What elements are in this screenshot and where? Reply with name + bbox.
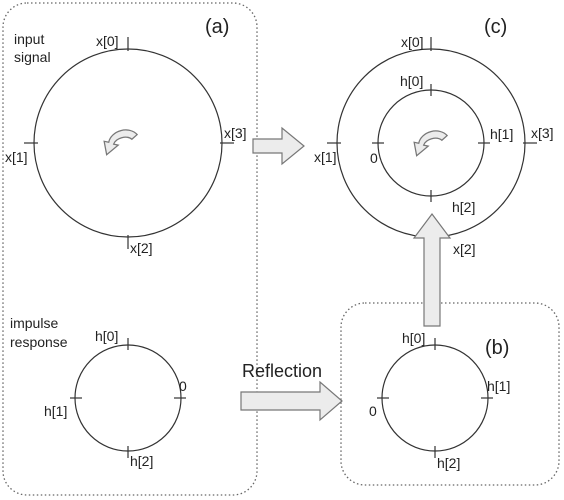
panel-b-label: (b)	[485, 337, 509, 359]
right-arrow-icon	[240, 380, 343, 422]
input-label-x2: x[2]	[130, 240, 153, 256]
input-label-x1: x[1]	[5, 149, 28, 165]
combined-inner-circle	[377, 89, 485, 197]
right-arrow-icon	[252, 126, 305, 166]
combined-label-x3: x[3]	[531, 125, 554, 141]
panel-a-label: (a)	[205, 16, 229, 38]
panel-c-label: (c)	[484, 16, 507, 38]
impulse-response-label-line1: impulse	[10, 315, 58, 331]
combined-label-x2: x[2]	[453, 241, 476, 257]
impulse-label-zero: 0	[179, 378, 187, 394]
input-label-x0: x[0]	[96, 33, 119, 49]
reflection-label: Reflection	[242, 361, 322, 381]
combined-label-zero: 0	[370, 150, 378, 166]
input-label-x3: x[3]	[224, 125, 247, 141]
reflected-impulse-circle	[381, 344, 489, 452]
impulse-label-h1: h[1]	[44, 403, 67, 419]
input-signal-label-line2: signal	[14, 49, 51, 65]
counterclockwise-rotation-arrow-icon	[413, 130, 449, 157]
combined-label-x0: x[0]	[401, 34, 424, 50]
reflected-label-h0: h[0]	[402, 330, 425, 346]
reflected-label-h2: h[2]	[437, 455, 460, 471]
impulse-response-circle	[74, 344, 182, 452]
panel-b-border	[340, 302, 560, 486]
panel-a-border	[2, 2, 258, 496]
input-signal-circle	[33, 48, 223, 238]
combined-label-h2: h[2]	[452, 199, 475, 215]
impulse-label-h0: h[0]	[95, 328, 118, 344]
up-arrow-icon	[412, 213, 452, 327]
reflected-label-h1: h[1]	[487, 378, 510, 394]
combined-label-x1: x[1]	[314, 149, 337, 165]
reflected-label-zero: 0	[369, 403, 377, 419]
counterclockwise-rotation-arrow-icon	[103, 129, 139, 156]
combined-label-h1: h[1]	[490, 126, 513, 142]
input-signal-label-line1: input	[14, 31, 44, 47]
impulse-response-label-line2: response	[10, 334, 68, 350]
impulse-label-h2: h[2]	[130, 453, 153, 469]
combined-label-h0: h[0]	[400, 73, 423, 89]
